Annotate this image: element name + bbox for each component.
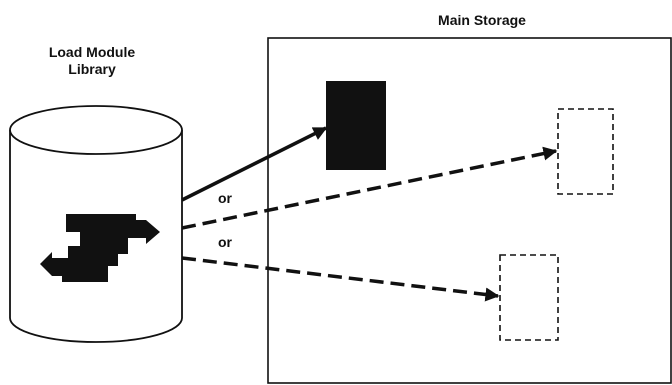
load-module-icon	[40, 214, 160, 282]
or-label-1: or	[218, 190, 232, 206]
loaded-module-block	[326, 81, 386, 170]
alt-module-location-1	[557, 108, 614, 195]
library-title-line-2: Library	[68, 61, 116, 77]
or-label-2: or	[218, 234, 232, 250]
library-title-line-1: Load Module	[48, 44, 136, 60]
main-storage-title: Main Storage	[438, 12, 526, 28]
alt-module-location-2	[499, 254, 559, 341]
arrow-to-alt-location-2	[181, 256, 500, 302]
library-title: Load Module Library	[22, 44, 162, 78]
arrow-to-alt-location-1	[181, 146, 558, 230]
arrow-to-loaded-module	[181, 126, 328, 202]
